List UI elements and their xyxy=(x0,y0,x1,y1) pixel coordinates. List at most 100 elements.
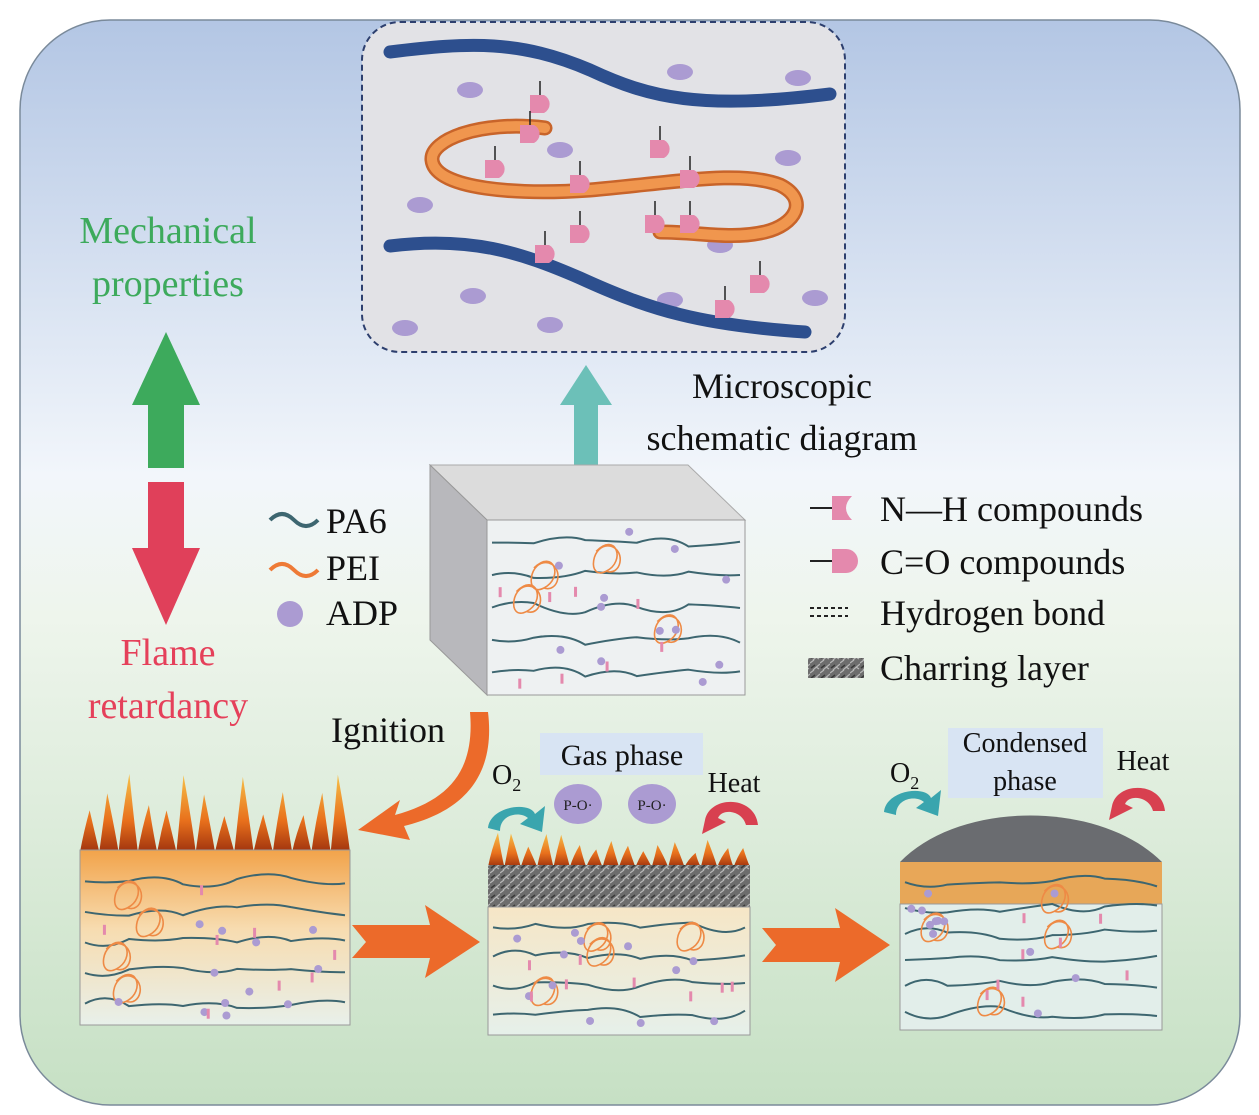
o2-curved-arrow-icon xyxy=(488,806,545,832)
pei-chain xyxy=(586,937,615,967)
adp-particle xyxy=(537,317,563,333)
adp-particle xyxy=(570,928,579,937)
pei-chain xyxy=(1040,883,1070,914)
pa6-chain xyxy=(492,978,746,992)
adp-particle xyxy=(689,957,698,966)
hydrogen-bond-mark xyxy=(548,592,552,603)
heat-label-condensed: Heat xyxy=(1117,746,1170,777)
pa6-chain xyxy=(904,1005,1158,1020)
hydrogen-bond-icon xyxy=(810,607,848,617)
adp-particle xyxy=(710,1017,719,1026)
legend-pei-label: PEI xyxy=(326,548,380,588)
adp-particle xyxy=(924,889,933,898)
adp-particle xyxy=(1071,974,1080,983)
adp-particle xyxy=(218,926,227,935)
co-moiety xyxy=(570,225,590,243)
flow-arrow-2 xyxy=(762,908,890,982)
hydrogen-bond-mark xyxy=(518,678,522,689)
adp-particle xyxy=(715,660,724,669)
hydrogen-bond-mark xyxy=(1021,996,1025,1007)
pa6-chain xyxy=(491,536,741,548)
adp-particle xyxy=(931,917,940,926)
mechanical-label-line1: Mechanical xyxy=(79,210,256,252)
hydrogen-bond-mark xyxy=(1022,913,1026,924)
pei-chain xyxy=(512,584,542,614)
adp-particle xyxy=(460,288,486,304)
charring-layer xyxy=(488,865,750,907)
hydrogen-bond-mark xyxy=(527,960,531,971)
hydrogen-bond-mark xyxy=(1021,949,1025,960)
po-radical-2-label: P-O· xyxy=(637,798,666,814)
ignition-arrow xyxy=(358,712,490,840)
pei-chain xyxy=(530,560,559,591)
hydrogen-bond-mark xyxy=(529,991,533,1002)
adp-particle xyxy=(940,917,949,926)
panel-burning xyxy=(79,773,351,1026)
po-radical-2 xyxy=(628,784,676,824)
pa6-chain xyxy=(84,903,346,917)
adp-particle xyxy=(775,150,801,166)
adp-particle xyxy=(917,906,926,915)
adp-particle xyxy=(283,1000,292,1009)
hydrogen-bond-mark xyxy=(102,924,106,935)
adp-particle xyxy=(925,920,934,929)
adp-particle xyxy=(554,561,563,570)
adp-particle xyxy=(314,965,323,974)
hydrogen-bond-mark xyxy=(632,977,636,988)
adp-particle xyxy=(547,142,573,158)
hydrogen-bond-mark xyxy=(660,641,664,652)
panel-gas-phase: Gas phase O2 P-O· P-O· Heat xyxy=(487,733,761,1036)
legend-hbond-label: Hydrogen bond xyxy=(880,593,1105,633)
pei-chain xyxy=(112,973,141,1004)
hydrogen-bond-mark xyxy=(730,981,734,992)
adp-particle xyxy=(624,942,633,951)
pei-chain xyxy=(653,614,683,644)
legend-interactions: N—H compounds C=O compounds Hydrogen bon… xyxy=(808,489,1143,688)
hydrogen-bond-mark xyxy=(277,980,281,991)
o2-label-condensed: O2 xyxy=(890,758,919,793)
pa6-chain xyxy=(492,1007,746,1020)
co-moiety xyxy=(680,170,700,188)
hydrogen-bond-mark xyxy=(200,885,204,896)
po-radical-1-label: P-O· xyxy=(563,798,592,814)
adp-particle xyxy=(785,70,811,86)
adp-particle xyxy=(1033,1009,1042,1018)
flames xyxy=(80,773,350,852)
co-moiety xyxy=(485,160,505,178)
hydrogen-bond-mark xyxy=(636,598,640,609)
pei-chain xyxy=(583,922,612,952)
adp-particle xyxy=(597,657,606,666)
adp-particle xyxy=(210,968,219,977)
flames xyxy=(488,832,750,867)
pei-chain-icon xyxy=(268,562,320,578)
adp-particle xyxy=(556,645,565,654)
hydrogen-bond-mark xyxy=(996,979,1000,990)
pa6-chain xyxy=(904,874,1158,888)
o2-curved-arrow-icon xyxy=(884,790,941,816)
adp-particle xyxy=(671,625,680,634)
hydrogen-bond-mark xyxy=(1058,937,1062,948)
flow-arrow-1 xyxy=(352,905,480,978)
pei-chain xyxy=(1043,919,1073,950)
adp-particle xyxy=(221,999,230,1008)
hydrogen-bond-mark xyxy=(985,990,989,1001)
adp-particle xyxy=(114,997,123,1006)
adp-particle xyxy=(670,544,679,553)
co-moiety xyxy=(715,300,735,318)
co-moiety xyxy=(535,245,555,263)
co-compound-icon xyxy=(810,549,858,573)
hydrogen-bond-mark xyxy=(1099,913,1103,924)
adp-particle xyxy=(1050,889,1059,898)
legend-co-label: C=O compounds xyxy=(880,542,1125,582)
adp-particle xyxy=(252,938,261,947)
pei-chain xyxy=(676,921,705,952)
adp-particle xyxy=(407,197,433,213)
hydrogen-bond-mark xyxy=(564,979,568,990)
adp-particle xyxy=(655,626,664,635)
legend-adp-label: ADP xyxy=(326,593,398,633)
hydrogen-bond-mark xyxy=(578,954,582,965)
adp-particle xyxy=(513,934,522,943)
pa6-chain xyxy=(491,601,741,615)
hydrogen-bond-mark xyxy=(605,661,609,672)
